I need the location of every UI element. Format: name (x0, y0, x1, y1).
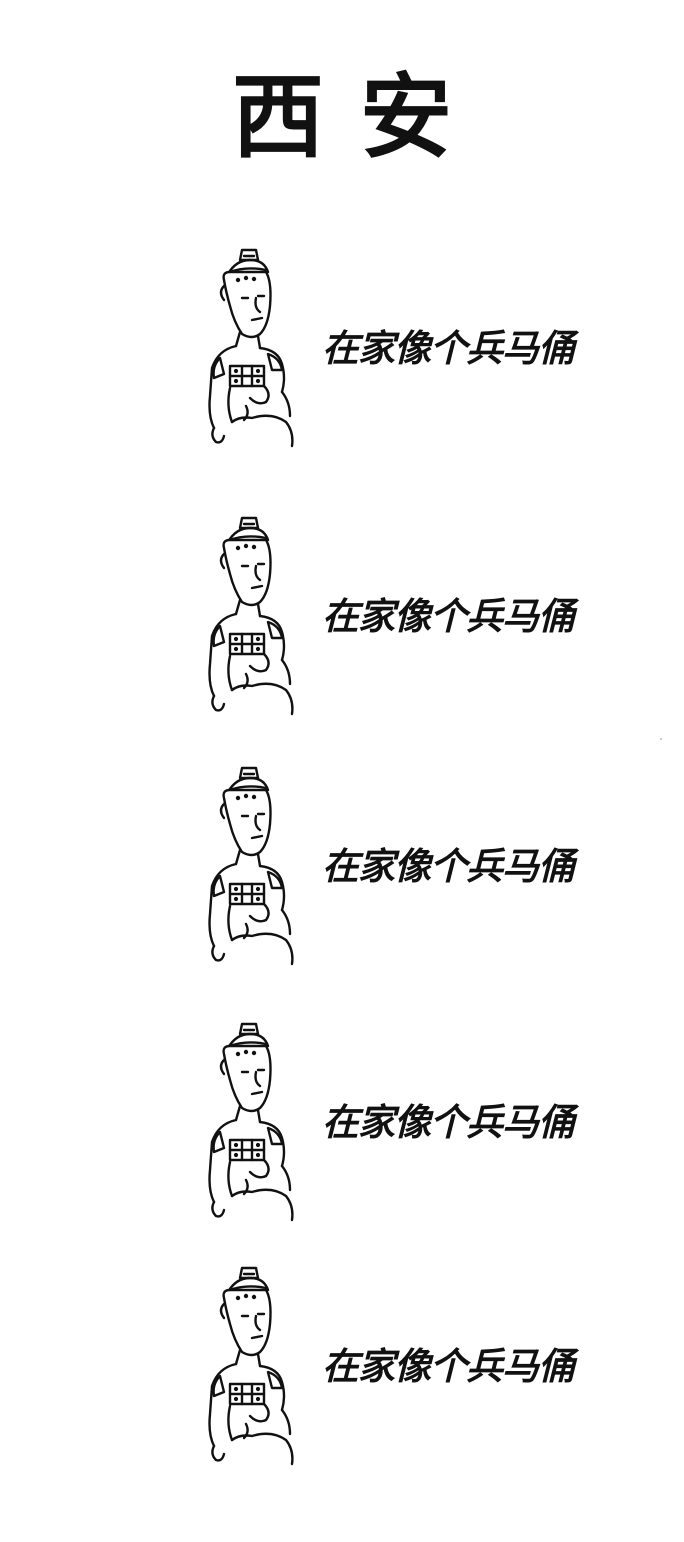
terracotta-warrior-icon (206, 1264, 306, 1469)
panel-caption: 在家像个兵马俑 (322, 845, 575, 888)
warrior-panel: 在家像个兵马俑 (206, 246, 606, 456)
warrior-panel: 在家像个兵马俑 (206, 764, 606, 974)
panel-caption: 在家像个兵马俑 (322, 595, 575, 638)
warrior-panel: 在家像个兵马俑 (206, 1020, 606, 1230)
terracotta-warrior-icon (206, 1020, 306, 1225)
terracotta-warrior-icon (206, 514, 306, 719)
warrior-panel: 在家像个兵马俑 (206, 514, 606, 724)
warrior-panel: 在家像个兵马俑 (206, 1264, 606, 1474)
panel-caption: 在家像个兵马俑 (322, 1345, 575, 1388)
terracotta-warrior-icon (206, 246, 306, 451)
page-title: 西安 (231, 63, 488, 171)
terracotta-warrior-icon (206, 764, 306, 969)
panel-caption: 在家像个兵马俑 (322, 327, 575, 370)
ink-speck (660, 738, 662, 740)
panel-caption: 在家像个兵马俑 (322, 1101, 575, 1144)
